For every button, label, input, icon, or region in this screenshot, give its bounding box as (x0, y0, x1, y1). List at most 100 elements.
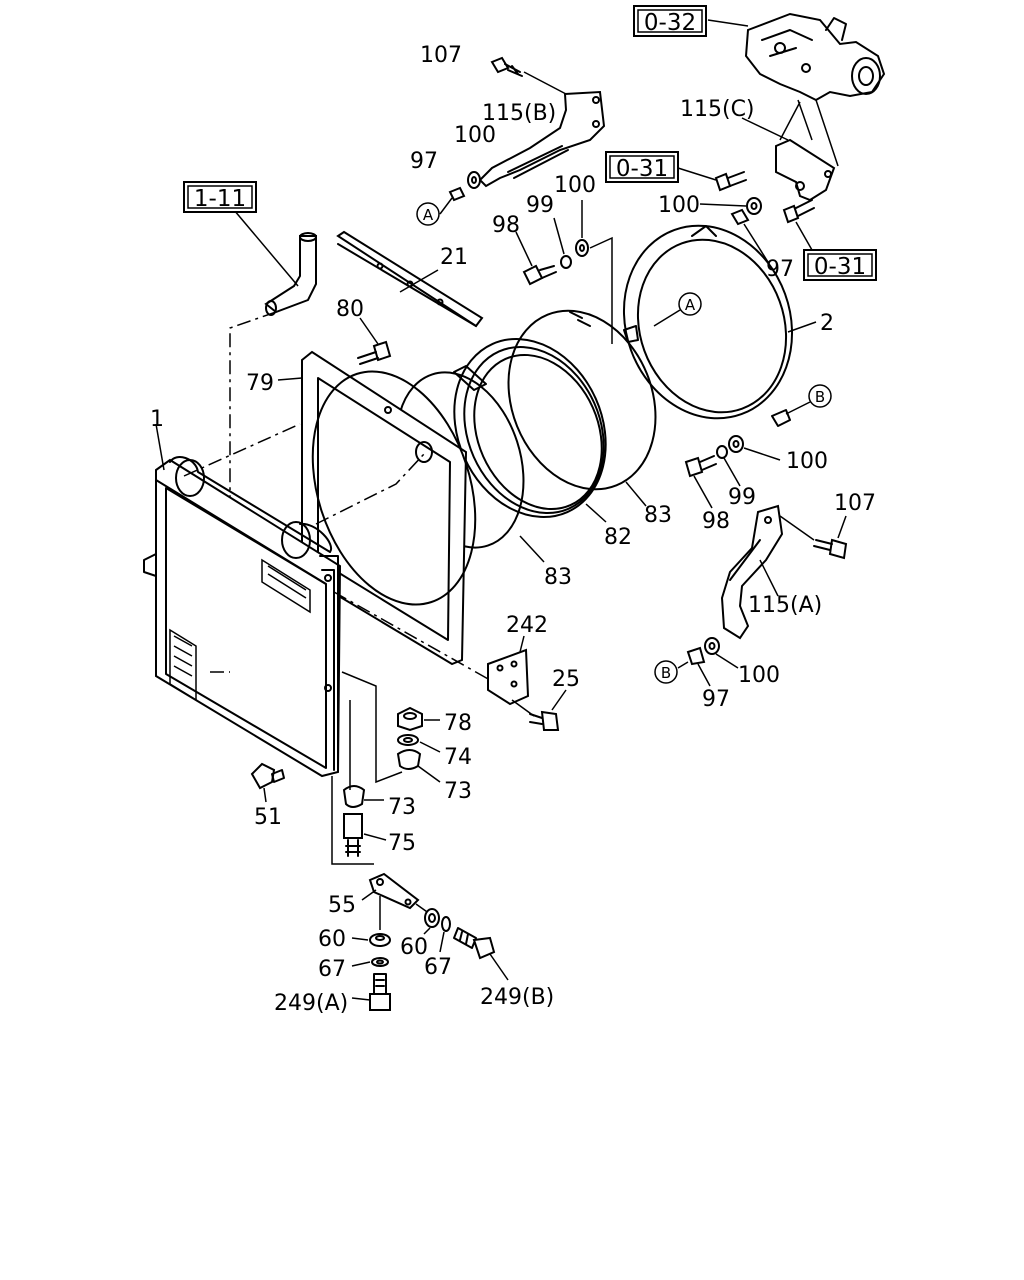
label-83-lower: 83 (544, 565, 572, 590)
washer-67-right (439, 916, 451, 953)
ref-0-32-text: 0-32 (644, 10, 696, 36)
label-73-lower: 73 (388, 795, 416, 820)
washer-100-bottom (704, 637, 739, 669)
washer-100-upper (575, 200, 589, 257)
assembly-line-drain (331, 776, 374, 865)
washer-100-lower (728, 435, 781, 461)
washer-60-right (423, 908, 440, 935)
label-100-right: 100 (658, 193, 700, 218)
washer-99-lower (716, 445, 741, 487)
ref-box-1-11[interactable]: 1-11 (183, 181, 257, 213)
washer-60-left (351, 933, 391, 947)
label-79: 79 (246, 371, 274, 396)
collar-97-right (730, 208, 769, 263)
label-67-right: 67 (424, 955, 452, 980)
svg-text:B: B (815, 388, 825, 406)
collar-97-top (439, 186, 466, 215)
bolt-98-upper (515, 231, 557, 286)
label-115b: 115(B) (482, 101, 556, 126)
nut-78 (397, 706, 440, 732)
ref-box-0-31-left[interactable]: 0-31 (605, 151, 679, 183)
stay-242 (333, 591, 530, 706)
thermostat-housing (707, 12, 886, 102)
label-80: 80 (336, 297, 364, 322)
assembly-line-mount (341, 671, 403, 784)
stay-21 (336, 230, 484, 328)
fitting-55 (361, 872, 431, 930)
svg-text:A: A (423, 206, 434, 224)
label-249b: 249(B) (480, 985, 554, 1010)
drain-plug-249a (351, 973, 391, 1011)
bolt-0-31-left (677, 167, 747, 192)
label-73-upper: 73 (444, 779, 472, 804)
washer-74 (397, 734, 441, 753)
seal-ring-83-upper (507, 309, 657, 507)
label-55: 55 (328, 893, 356, 918)
washer-67-left (351, 957, 389, 967)
bracket-115a (720, 504, 784, 640)
label-115a: 115(A) (748, 593, 822, 618)
label-78: 78 (444, 711, 472, 736)
label-97-bottom: 97 (702, 687, 730, 712)
svg-text:A: A (685, 296, 696, 314)
label-99-upper: 99 (526, 193, 554, 218)
label-97-top: 97 (410, 149, 438, 174)
label-107-top: 107 (420, 43, 462, 68)
label-75: 75 (388, 831, 416, 856)
radiator-core-1 (143, 423, 425, 778)
bolt-75 (343, 813, 387, 857)
bolt-0-31-right (782, 199, 815, 251)
marker-b-bottom: B (654, 660, 689, 684)
svg-text:B: B (661, 664, 671, 682)
label-100-upper: 100 (554, 173, 596, 198)
label-60-right: 60 (400, 935, 428, 960)
marker-a-shroud: A (653, 292, 702, 327)
fan-shroud-2 (622, 224, 817, 427)
bracket-115b (478, 90, 606, 188)
label-99-lower: 99 (728, 485, 756, 510)
label-1: 1 (150, 407, 164, 432)
label-100-lower: 100 (786, 449, 828, 474)
drain-cock-51 (250, 762, 285, 803)
assembly-line-shroud-bolt (589, 236, 613, 344)
label-2: 2 (820, 311, 834, 336)
label-100-bottom: 100 (738, 663, 780, 688)
label-82: 82 (604, 525, 632, 550)
marker-a-top: A (416, 202, 440, 226)
ref-0-31-right-text: 0-31 (814, 254, 866, 280)
collar-97-bottom (686, 646, 711, 687)
label-60-left: 60 (318, 927, 346, 952)
cushion-73-upper (396, 749, 441, 783)
bolt-107-lower (779, 515, 848, 560)
ref-1-11-text: 1-11 (194, 186, 246, 212)
label-242: 242 (506, 613, 548, 638)
bolt-98-lower (684, 455, 717, 509)
drain-plug-249b (453, 927, 509, 981)
ref-box-0-32[interactable]: 0-32 (633, 5, 707, 37)
bolt-107-top (490, 56, 567, 95)
bracket-115c (741, 99, 839, 202)
label-107-lower: 107 (834, 491, 876, 516)
bolt-25 (511, 689, 567, 731)
label-97-right: 97 (766, 257, 794, 282)
label-51: 51 (254, 805, 282, 830)
label-100-top: 100 (454, 123, 496, 148)
marker-b-shroud: B (785, 384, 832, 415)
label-74: 74 (444, 745, 472, 770)
label-115c: 115(C) (680, 97, 755, 122)
ref-box-0-31-right[interactable]: 0-31 (803, 249, 877, 281)
label-98-lower: 98 (702, 509, 730, 534)
label-249a: 249(A) (274, 991, 348, 1016)
bolt-80 (357, 317, 392, 365)
washer-100-top (467, 171, 481, 189)
label-98-upper: 98 (492, 213, 520, 238)
label-67-left: 67 (318, 957, 346, 982)
label-83-upper: 83 (644, 503, 672, 528)
washer-100-right (699, 197, 762, 215)
ref-0-31-left-text: 0-31 (616, 156, 668, 182)
label-25: 25 (552, 667, 580, 692)
washer-99-upper (553, 217, 572, 269)
label-21: 21 (440, 245, 468, 270)
